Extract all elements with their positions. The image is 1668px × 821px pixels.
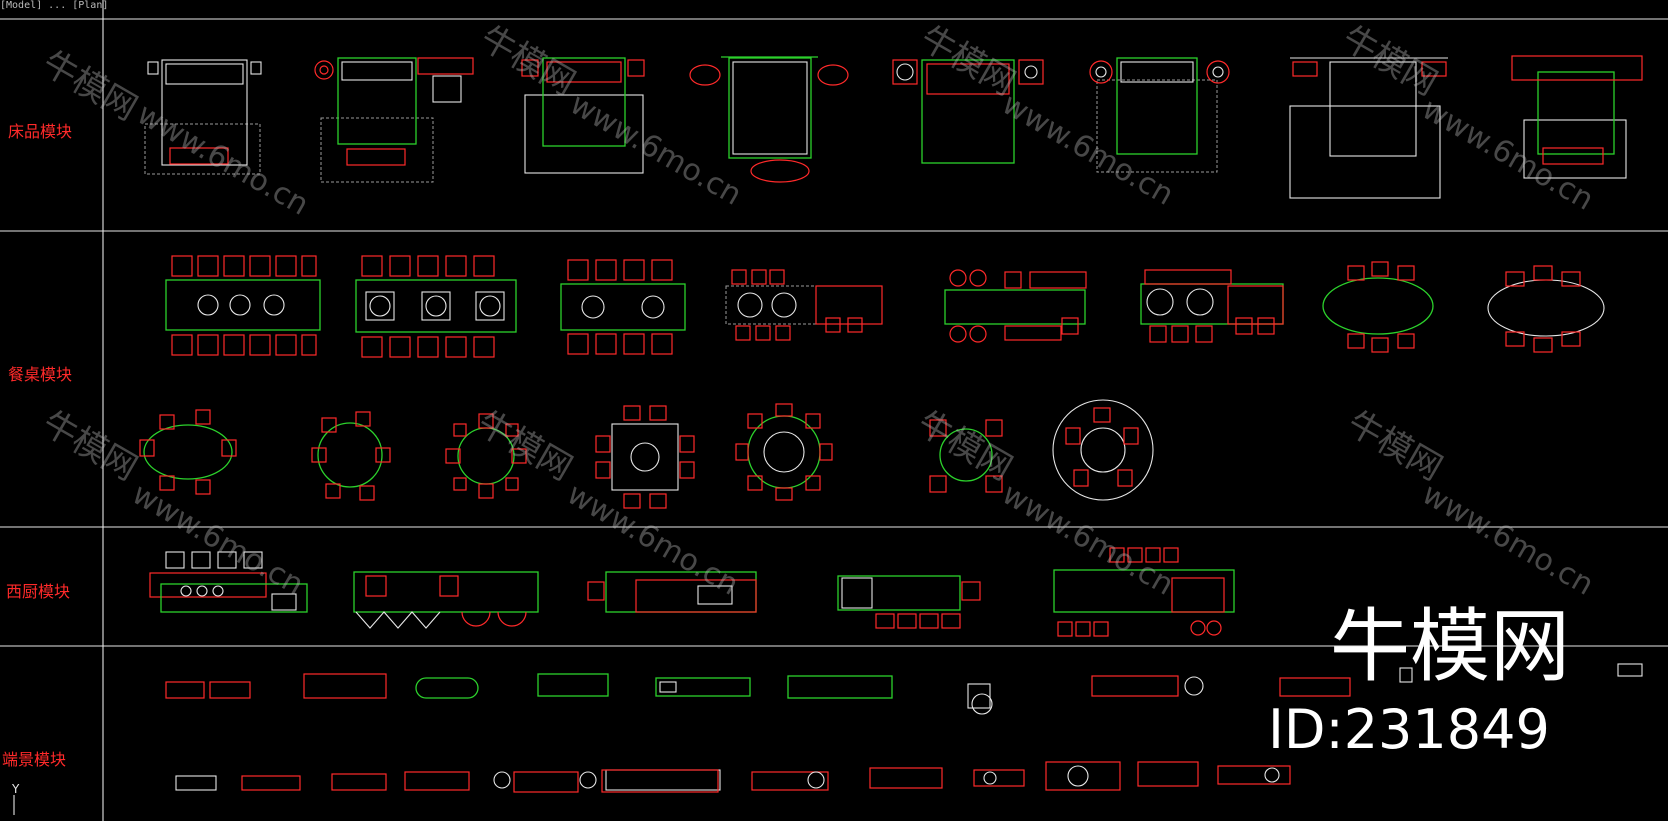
ucs-axis-icon: Y <box>11 782 20 815</box>
dining-table-3[interactable] <box>560 259 686 355</box>
section-label-bedding: 床品模块 <box>8 122 72 141</box>
watermark-cn: 牛模网 <box>471 403 579 489</box>
square-table-1[interactable] <box>595 405 695 509</box>
round-table-6[interactable] <box>1052 399 1154 501</box>
kitchen-island-2[interactable] <box>353 571 539 629</box>
dining-table-6[interactable] <box>1140 269 1284 343</box>
bed-block-7[interactable] <box>1289 57 1448 199</box>
watermark-cn: 牛模网 <box>911 403 1019 489</box>
view-corner-label[interactable]: [Model] ... [Plan] <box>0 0 109 11</box>
brand-id: ID:231849 <box>1268 698 1550 761</box>
dining-table-7[interactable] <box>1322 261 1434 353</box>
round-table-4[interactable] <box>735 403 833 501</box>
watermark-url: www.6mo.cn <box>131 97 314 223</box>
watermark-url: www.6mo.cn <box>564 87 747 213</box>
dining-table-1[interactable] <box>165 255 321 356</box>
watermark-url: www.6mo.cn <box>1416 477 1599 603</box>
dining-table-4[interactable] <box>725 269 883 341</box>
bed-block-3[interactable] <box>521 57 645 174</box>
watermark-url: www.6mo.cn <box>996 477 1179 603</box>
watermark-cn: 牛模网 <box>36 403 144 489</box>
bed-block-2[interactable] <box>314 57 474 183</box>
dining-table-2[interactable] <box>355 255 517 358</box>
round-table-5[interactable] <box>929 419 1003 493</box>
section-label-console: 端景模块 <box>2 750 66 769</box>
console-row-1[interactable] <box>165 663 1643 715</box>
brand-overlay: 牛模网 ID:231849 <box>1268 600 1570 761</box>
dining-table-5[interactable] <box>944 269 1087 343</box>
kitchen-island-4[interactable] <box>837 575 981 629</box>
bed-block-6[interactable] <box>1089 57 1230 173</box>
kitchen-island-5[interactable] <box>1053 547 1235 637</box>
watermark-cn: 牛模网 <box>1341 403 1449 489</box>
kitchen-island-3[interactable] <box>587 571 757 613</box>
watermark-cn: 牛模网 <box>1336 18 1444 104</box>
brand-name: 牛模网 <box>1330 600 1570 693</box>
watermark-cn: 牛模网 <box>474 18 582 104</box>
round-table-2[interactable] <box>311 411 391 501</box>
console-row-2[interactable] <box>175 761 1291 793</box>
section-label-kitchen: 西厨模块 <box>6 582 70 601</box>
axis-y-label: Y <box>11 782 20 796</box>
round-table-3[interactable] <box>445 413 527 499</box>
bed-block-5[interactable] <box>892 59 1044 164</box>
watermark-cn: 牛模网 <box>36 43 144 129</box>
dining-table-8[interactable] <box>1487 265 1605 353</box>
watermark-url: www.6mo.cn <box>996 87 1179 213</box>
section-label-dining: 餐桌模块 <box>8 365 72 384</box>
watermark-cn: 牛模网 <box>914 18 1022 104</box>
kitchen-island-1[interactable] <box>149 551 308 613</box>
bed-block-8[interactable] <box>1511 55 1643 179</box>
bed-block-1[interactable] <box>144 59 262 175</box>
bed-block-4[interactable] <box>689 56 849 183</box>
round-table-1[interactable] <box>139 409 237 495</box>
watermark-url: www.6mo.cn <box>1416 92 1599 218</box>
